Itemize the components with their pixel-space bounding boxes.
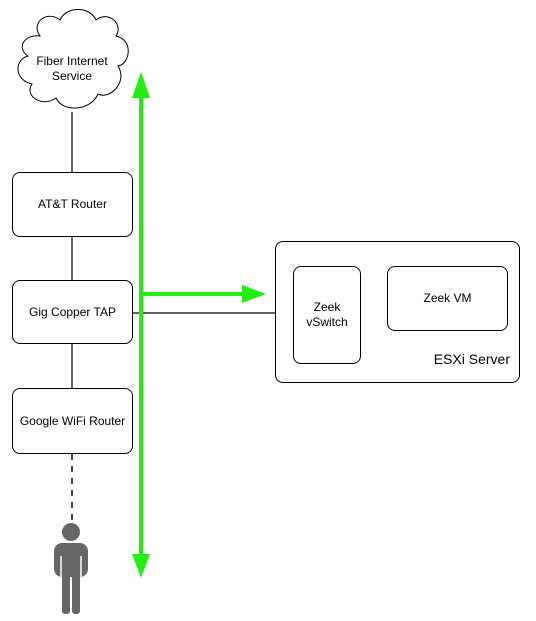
tap-node[interactable]: Gig Copper TAP <box>12 280 133 344</box>
tap-label: Gig Copper TAP <box>29 304 116 319</box>
esxi-server-label: ESXi Server <box>433 351 510 367</box>
traffic-arrowhead-up <box>132 72 150 98</box>
google-router-label: Google WiFi Router <box>19 413 126 428</box>
google-router-node[interactable]: Google WiFi Router <box>12 388 133 454</box>
zeek-vswitch-node[interactable]: Zeek vSwitch <box>293 266 361 364</box>
person-icon <box>54 523 88 614</box>
att-router-label: AT&T Router <box>38 197 107 211</box>
connector-tap-vswitch <box>132 297 294 314</box>
zeek-vm-label: Zeek VM <box>423 291 472 305</box>
internet-label: Fiber Internet Service <box>36 54 108 83</box>
zeek-vswitch-label: Zeek vSwitch <box>306 300 348 329</box>
cloud-icon <box>17 9 129 109</box>
traffic-arrowhead-down <box>132 554 150 578</box>
zeek-vm-node[interactable]: Zeek VM <box>387 266 508 331</box>
traffic-arrowhead-right <box>242 285 266 303</box>
att-router-node[interactable]: AT&T Router <box>12 172 133 237</box>
